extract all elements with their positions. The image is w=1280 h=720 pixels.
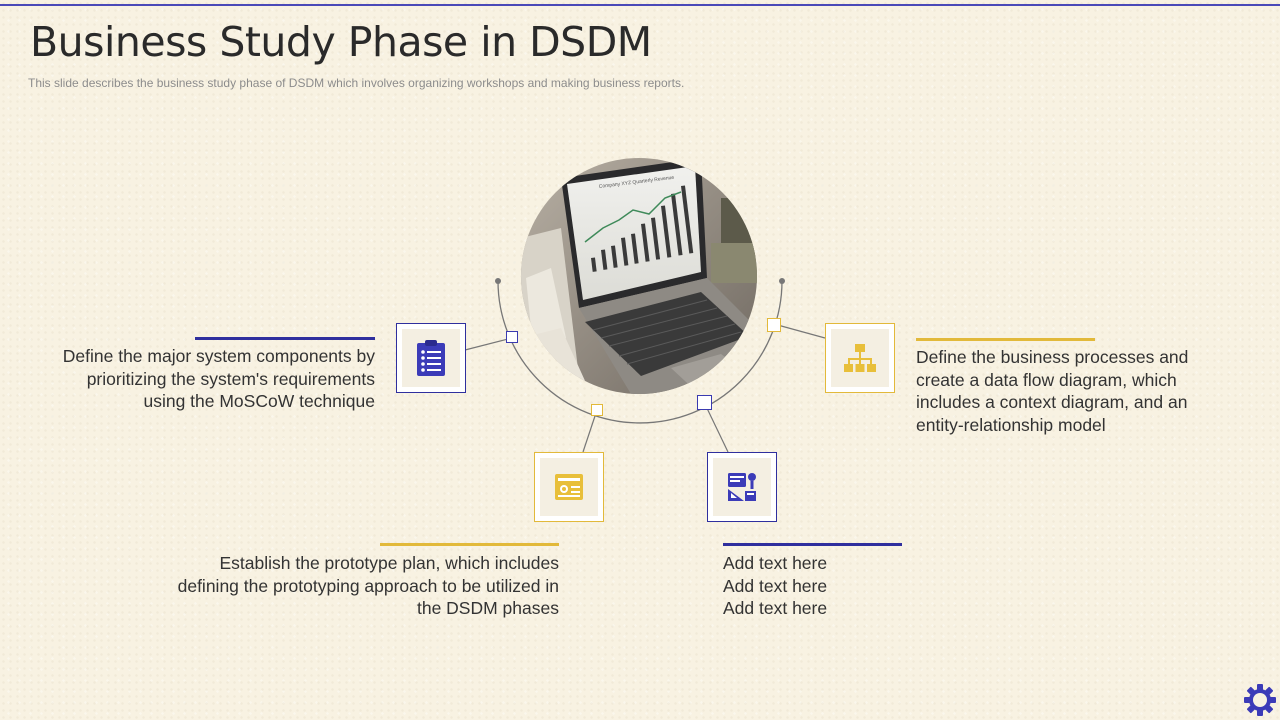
text-line: using the MoSCoW technique [143, 391, 375, 411]
checklist-icon [417, 340, 445, 376]
icon-box-right [825, 323, 895, 393]
arc-node-bottom-right [697, 395, 712, 410]
design-tools-icon [728, 473, 756, 501]
text-line: Establish the prototype plan, which incl… [219, 553, 559, 573]
text-line: Add text here [723, 553, 828, 573]
text-line: prioritizing the system's requirements [86, 368, 375, 389]
accent-bar-bottom-left [380, 543, 559, 546]
text-block-left: Define the major system components by pr… [63, 345, 375, 413]
text-line: Add text here [723, 575, 828, 596]
prototype-plan-icon [555, 474, 583, 500]
text-line: includes a context diagram, and an [916, 392, 1188, 412]
laptop-photo: Company XYZ Quarterly Revenue [521, 158, 757, 394]
icon-box-left [396, 323, 466, 393]
org-chart-icon [844, 344, 876, 372]
text-block-bottom-right: Add text here Add text here Add text her… [723, 552, 827, 620]
slide-subtitle: This slide describes the business study … [28, 76, 685, 90]
slide-title: Business Study Phase in DSDM [30, 18, 652, 66]
arc-node-right [767, 318, 781, 332]
accent-bar-bottom-right [723, 543, 902, 546]
top-accent-line [0, 4, 1280, 6]
text-line: Add text here [723, 598, 828, 618]
text-line: create a data flow diagram, which [916, 369, 1177, 390]
icon-box-bottom-right [707, 452, 777, 522]
text-line: defining the prototyping approach to be … [177, 575, 559, 596]
accent-bar-left [195, 337, 375, 340]
text-line: Define the business processes and [916, 347, 1189, 367]
accent-bar-right [916, 338, 1095, 341]
text-block-right: Define the business processes and create… [916, 346, 1188, 436]
text-block-bottom-left: Establish the prototype plan, which incl… [178, 552, 559, 620]
arc-node-bottom-left [591, 404, 603, 416]
text-line: entity-relationship model [916, 414, 1106, 435]
arc-node-left [506, 331, 518, 343]
text-line: Define the major system components by [62, 346, 375, 366]
gear-icon[interactable] [1243, 683, 1277, 717]
icon-box-bottom-left [534, 452, 604, 522]
text-line: the DSDM phases [416, 598, 559, 618]
